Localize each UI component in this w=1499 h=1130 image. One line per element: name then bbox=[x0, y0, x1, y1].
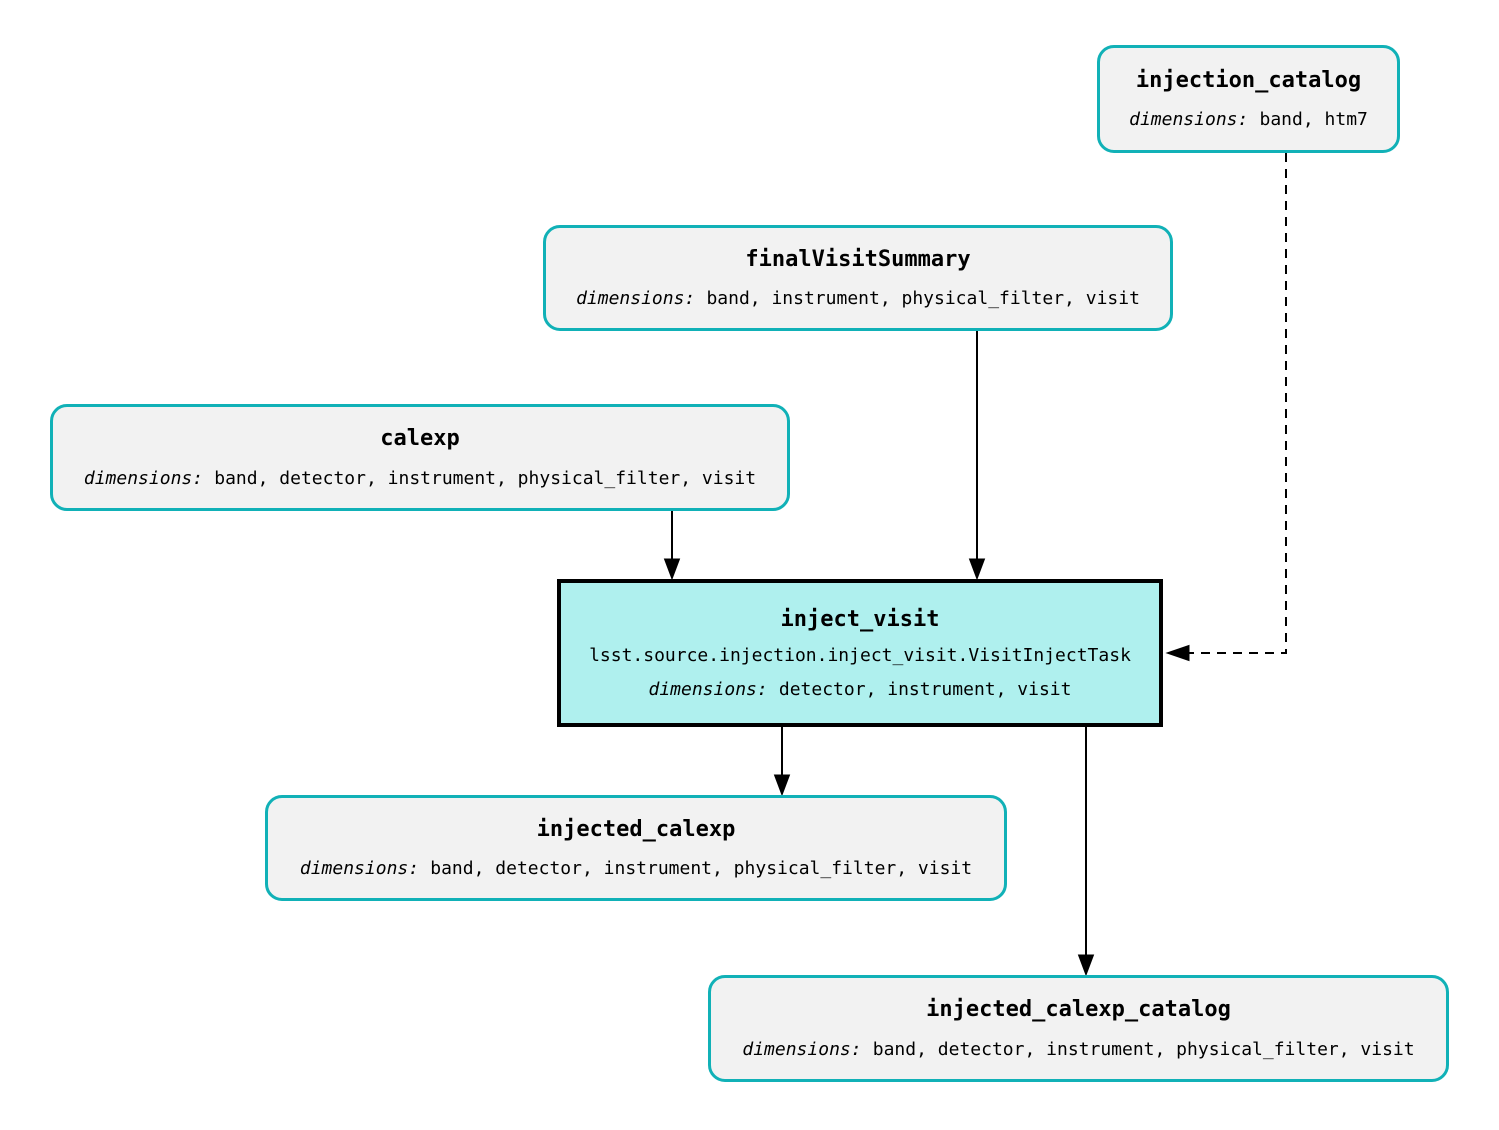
node-title: injected_calexp_catalog bbox=[926, 997, 1231, 1023]
node-injected-calexp-catalog: injected_calexp_catalog dimensions: band,… bbox=[708, 975, 1449, 1082]
dimensions-label: dimensions: bbox=[742, 1038, 862, 1060]
node-dimensions: dimensions: detector, instrument, visit bbox=[648, 678, 1072, 700]
node-title: calexp bbox=[380, 426, 460, 452]
node-dimensions: dimensions: band, detector, instrument, p… bbox=[83, 467, 757, 489]
dimensions-value: band, detector, instrument, physical_fil… bbox=[214, 467, 757, 489]
edge-inject-visit-to-injected-calexp bbox=[773, 727, 791, 797]
dimensions-value: band, htm7 bbox=[1259, 109, 1368, 131]
task-class-path: lsst.source.injection.inject_visit.Visit… bbox=[589, 644, 1131, 666]
dimensions-value: detector, instrument, visit bbox=[778, 678, 1072, 700]
node-calexp: calexp dimensions: band, detector, instru… bbox=[50, 404, 790, 511]
edge-inject-visit-to-injected-calexp-catalog bbox=[1077, 727, 1095, 977]
node-title: inject_visit bbox=[780, 606, 940, 632]
node-finalvisitsummary: finalVisitSummary dimensions: band, instr… bbox=[543, 225, 1173, 331]
node-dimensions: dimensions: band, detector, instrument, p… bbox=[742, 1038, 1415, 1060]
node-title: injection_catalog bbox=[1135, 67, 1362, 93]
edge-calexp-to-inject-visit bbox=[663, 511, 681, 581]
dimensions-value: band, detector, instrument, physical_fil… bbox=[872, 1038, 1415, 1060]
dimensions-value: band, detector, instrument, physical_fil… bbox=[430, 858, 973, 880]
node-dimensions: dimensions: band, htm7 bbox=[1129, 110, 1368, 130]
node-injection-catalog: injection_catalog dimensions: band, htm7 bbox=[1097, 45, 1400, 153]
node-dimensions: dimensions: band, detector, instrument, p… bbox=[300, 859, 972, 879]
edge-finalvisitsummary-to-inject-visit bbox=[968, 331, 986, 581]
dimensions-label: dimensions: bbox=[576, 288, 696, 310]
node-injected-calexp: injected_calexp dimensions: band, detecto… bbox=[265, 795, 1007, 901]
dimensions-value: band, instrument, physical_filter, visit bbox=[706, 288, 1140, 310]
node-title: injected_calexp bbox=[536, 816, 736, 842]
node-title: finalVisitSummary bbox=[745, 246, 971, 272]
node-dimensions: dimensions: band, instrument, physical_fi… bbox=[576, 289, 1140, 309]
dimensions-label: dimensions: bbox=[1129, 109, 1249, 131]
dimensions-label: dimensions: bbox=[648, 678, 768, 700]
dimensions-label: dimensions: bbox=[83, 467, 204, 489]
dimensions-label: dimensions: bbox=[299, 858, 420, 880]
edge-injection-catalog-to-inject-visit bbox=[1165, 153, 1287, 662]
node-inject-visit-task: inject_visit lsst.source.injection.injec… bbox=[557, 579, 1163, 727]
